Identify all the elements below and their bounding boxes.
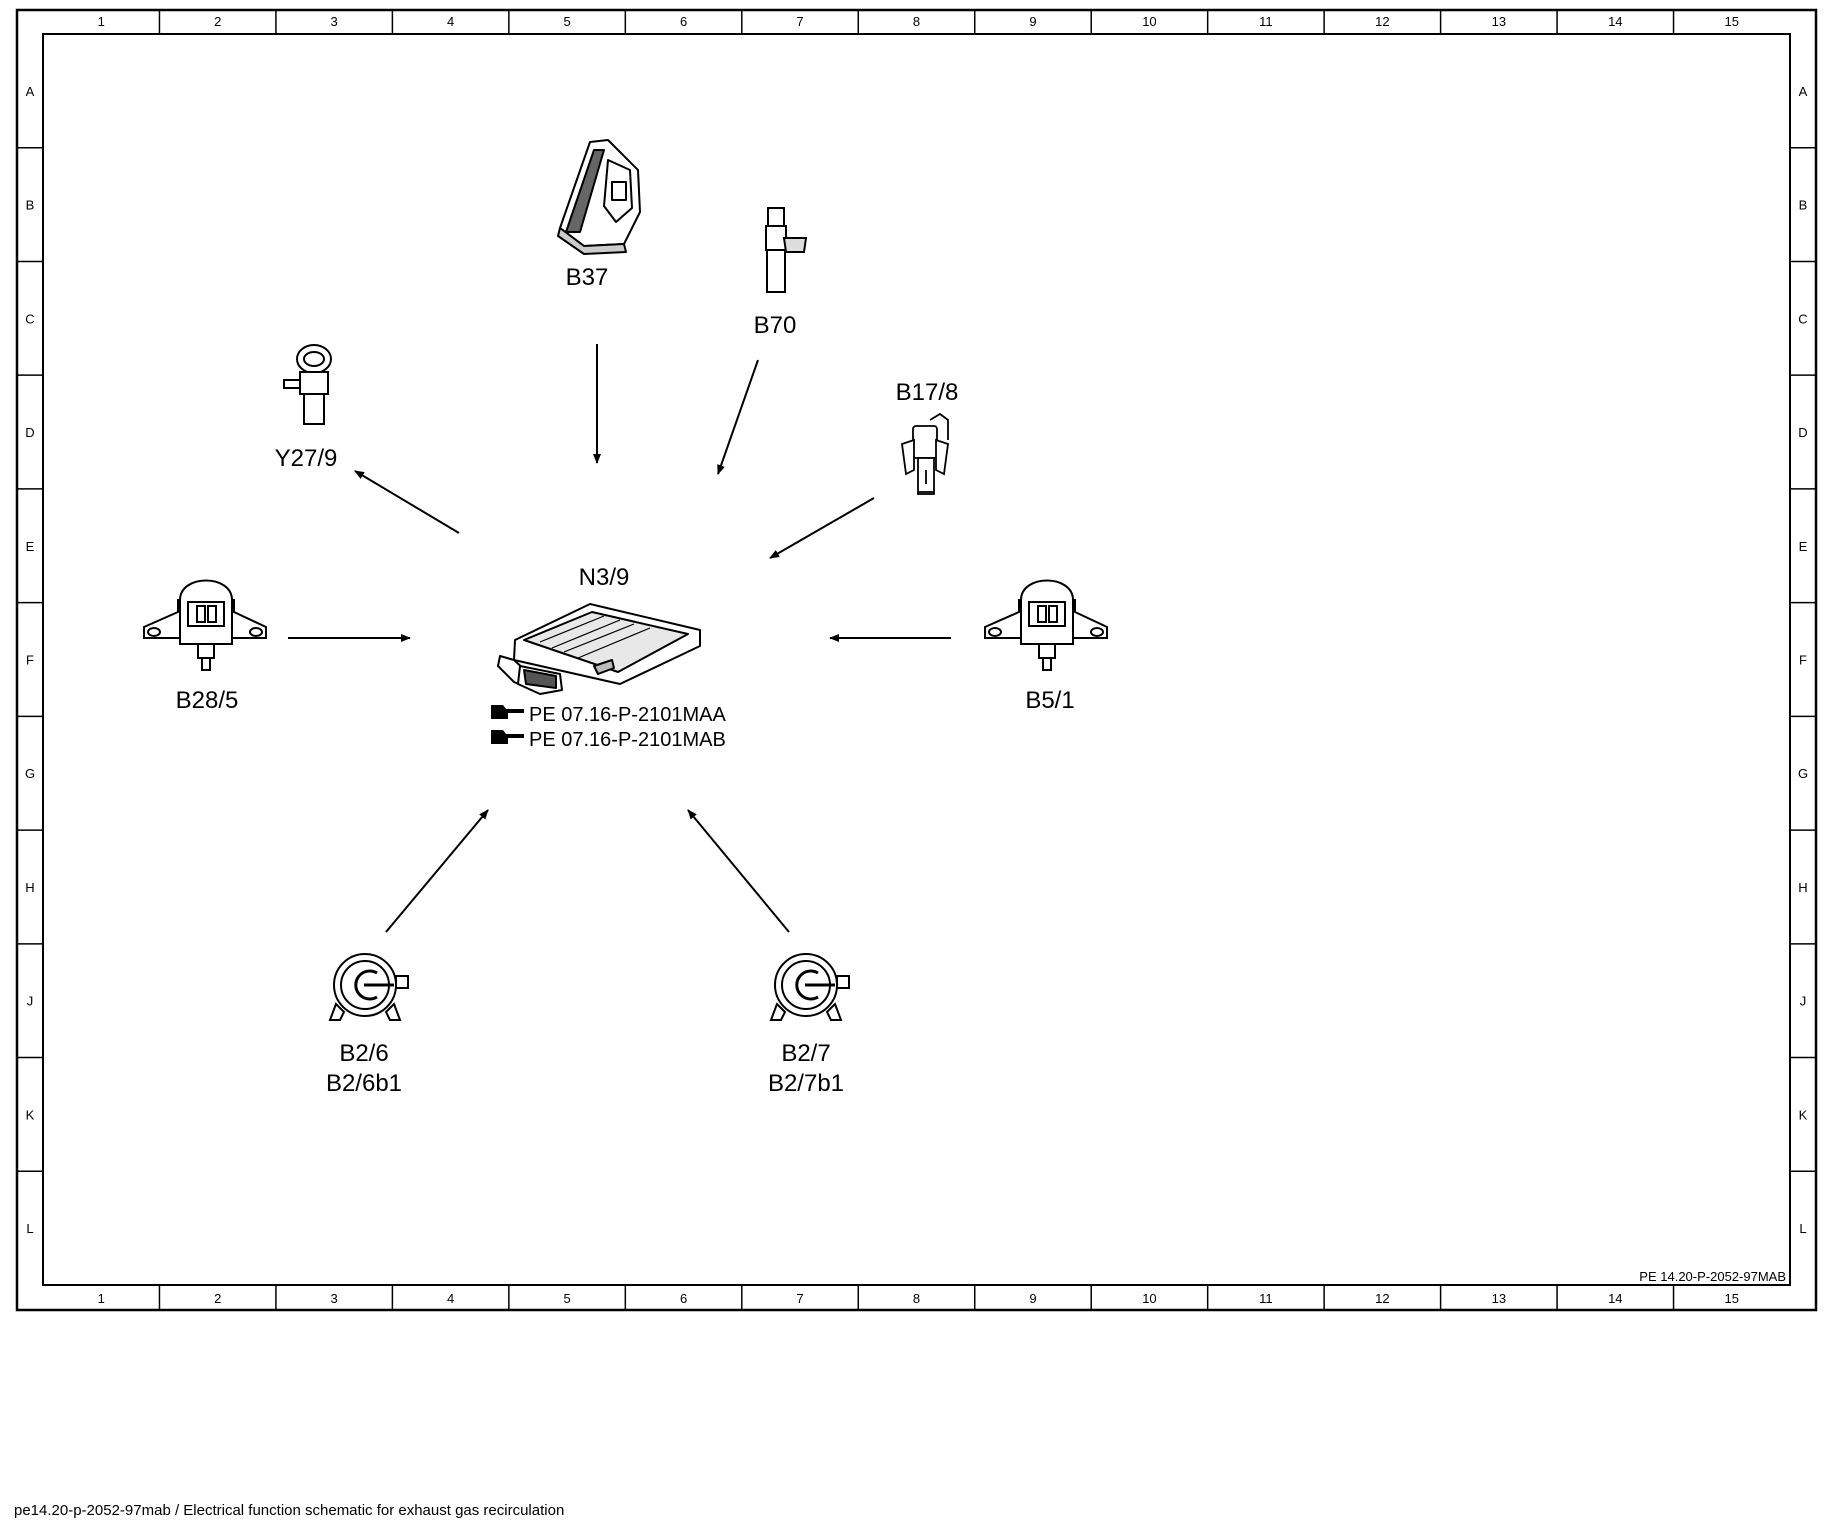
- grid-row-right-E: E: [1799, 539, 1808, 554]
- crankshaft-sensor-icon: [765, 207, 808, 293]
- grid-col-bottom-1: 1: [98, 1291, 105, 1306]
- label-b2-7b1: B2/7b1: [768, 1070, 844, 1097]
- grid-col-top-15: 15: [1725, 14, 1739, 29]
- pressure-sensor-icon: [143, 579, 267, 671]
- grid-row-right-C: C: [1798, 311, 1807, 326]
- label-b28-5: B28/5: [176, 687, 239, 714]
- hand-pointer-icon: [491, 705, 524, 719]
- grid-row-left-L: L: [26, 1221, 33, 1236]
- grid-col-bottom-7: 7: [796, 1291, 803, 1306]
- grid-row-left-E: E: [26, 539, 35, 554]
- grid-col-bottom-14: 14: [1608, 1291, 1622, 1306]
- label-b2-7: B2/7: [781, 1040, 830, 1067]
- grid-row-right-G: G: [1798, 766, 1808, 781]
- grid-col-top-2: 2: [214, 14, 221, 29]
- grid-col-bottom-6: 6: [680, 1291, 687, 1306]
- grid-row-markers: A A B B C C D D E E F F G G H H J J K K L L: [17, 84, 1816, 1236]
- reference-1[interactable]: PE 07.16-P-2101MAA: [491, 704, 726, 726]
- reference-2-text[interactable]: PE 07.16-P-2101MAB: [529, 729, 726, 751]
- grid-row-right-H: H: [1798, 880, 1807, 895]
- grid-col-top-4: 4: [447, 14, 454, 29]
- grid-row-left-A: A: [26, 84, 35, 99]
- control-unit-icon: [497, 603, 701, 695]
- label-y27-9: Y27/9: [275, 445, 338, 472]
- drawing-code: PE 14.20-P-2052-97MAB: [1639, 1269, 1786, 1284]
- arrow-b2-7-to-n3-9: [687, 809, 790, 933]
- grid-row-left-F: F: [26, 653, 34, 668]
- label-b17-8: B17/8: [896, 379, 959, 406]
- grid-col-bottom-9: 9: [1029, 1291, 1036, 1306]
- label-b5-1: B5/1: [1025, 687, 1074, 714]
- grid-row-right-K: K: [1799, 1107, 1808, 1122]
- grid-column-markers: 1122334455667788991010111112121313141415…: [98, 10, 1739, 1310]
- grid-col-bottom-2: 2: [214, 1291, 221, 1306]
- grid-col-bottom-8: 8: [913, 1291, 920, 1306]
- grid-row-left-H: H: [25, 880, 34, 895]
- outer-frame: [15, 8, 1818, 1312]
- arrow-b70-to-n3-9: [717, 359, 759, 475]
- grid-row-left-C: C: [25, 311, 34, 326]
- grid-col-top-11: 11: [1259, 14, 1273, 29]
- reference-1-text[interactable]: PE 07.16-P-2101MAA: [529, 704, 726, 726]
- grid-col-top-3: 3: [331, 14, 338, 29]
- grid-col-bottom-13: 13: [1492, 1291, 1506, 1306]
- arrow-b17-8-to-n3-9: [769, 497, 875, 559]
- arrow-b2-6-to-n3-9: [385, 809, 489, 933]
- grid-col-top-10: 10: [1142, 14, 1156, 29]
- accelerator-pedal-sensor-icon: [557, 139, 641, 255]
- grid-row-right-F: F: [1799, 653, 1807, 668]
- grid-row-left-D: D: [25, 425, 34, 440]
- grid-col-top-7: 7: [796, 14, 803, 29]
- grid-col-bottom-5: 5: [563, 1291, 570, 1306]
- label-b37: B37: [566, 264, 609, 291]
- grid-col-top-13: 13: [1492, 14, 1506, 29]
- label-b2-6b1: B2/6b1: [326, 1070, 402, 1097]
- grid-col-top-9: 9: [1029, 14, 1036, 29]
- grid-col-top-12: 12: [1375, 14, 1389, 29]
- grid-col-bottom-11: 11: [1259, 1291, 1273, 1306]
- arrow-n3-9-to-y27-9: [354, 470, 460, 534]
- inner-frame: [42, 33, 1791, 1286]
- grid-col-bottom-12: 12: [1375, 1291, 1389, 1306]
- grid-row-left-K: K: [26, 1107, 35, 1122]
- hot-film-mass-air-flow-sensor-icon: [328, 953, 409, 1021]
- grid-col-top-1: 1: [98, 14, 105, 29]
- pressure-sensor-icon: [984, 579, 1108, 671]
- label-b2-6: B2/6: [339, 1040, 388, 1067]
- reference-list: PE 07.16-P-2101MAA PE 07.16-P-2101MAB: [491, 704, 726, 751]
- solenoid-valve-icon: [283, 344, 332, 425]
- grid-row-left-G: G: [25, 766, 35, 781]
- grid-col-top-6: 6: [680, 14, 687, 29]
- grid-row-left-B: B: [26, 198, 35, 213]
- grid-row-right-J: J: [1800, 994, 1807, 1009]
- figure-caption: pe14.20-p-2052-97mab / Electrical functi…: [14, 1502, 565, 1519]
- hot-film-mass-air-flow-sensor-icon: [769, 953, 850, 1021]
- grid-col-top-8: 8: [913, 14, 920, 29]
- grid-col-bottom-3: 3: [331, 1291, 338, 1306]
- grid-row-left-J: J: [27, 994, 34, 1009]
- grid-col-bottom-15: 15: [1725, 1291, 1739, 1306]
- grid-col-top-5: 5: [563, 14, 570, 29]
- grid-row-right-L: L: [1799, 1221, 1806, 1236]
- grid-row-right-A: A: [1799, 84, 1808, 99]
- grid-row-right-B: B: [1799, 198, 1808, 213]
- grid-col-bottom-10: 10: [1142, 1291, 1156, 1306]
- grid-row-right-D: D: [1798, 425, 1807, 440]
- temperature-sensor-icon: [901, 412, 949, 495]
- grid-col-bottom-4: 4: [447, 1291, 454, 1306]
- reference-2[interactable]: PE 07.16-P-2101MAB: [491, 729, 726, 751]
- label-n3-9: N3/9: [579, 564, 630, 591]
- label-b70: B70: [754, 312, 797, 339]
- hand-pointer-icon: [491, 730, 524, 744]
- grid-col-top-14: 14: [1608, 14, 1622, 29]
